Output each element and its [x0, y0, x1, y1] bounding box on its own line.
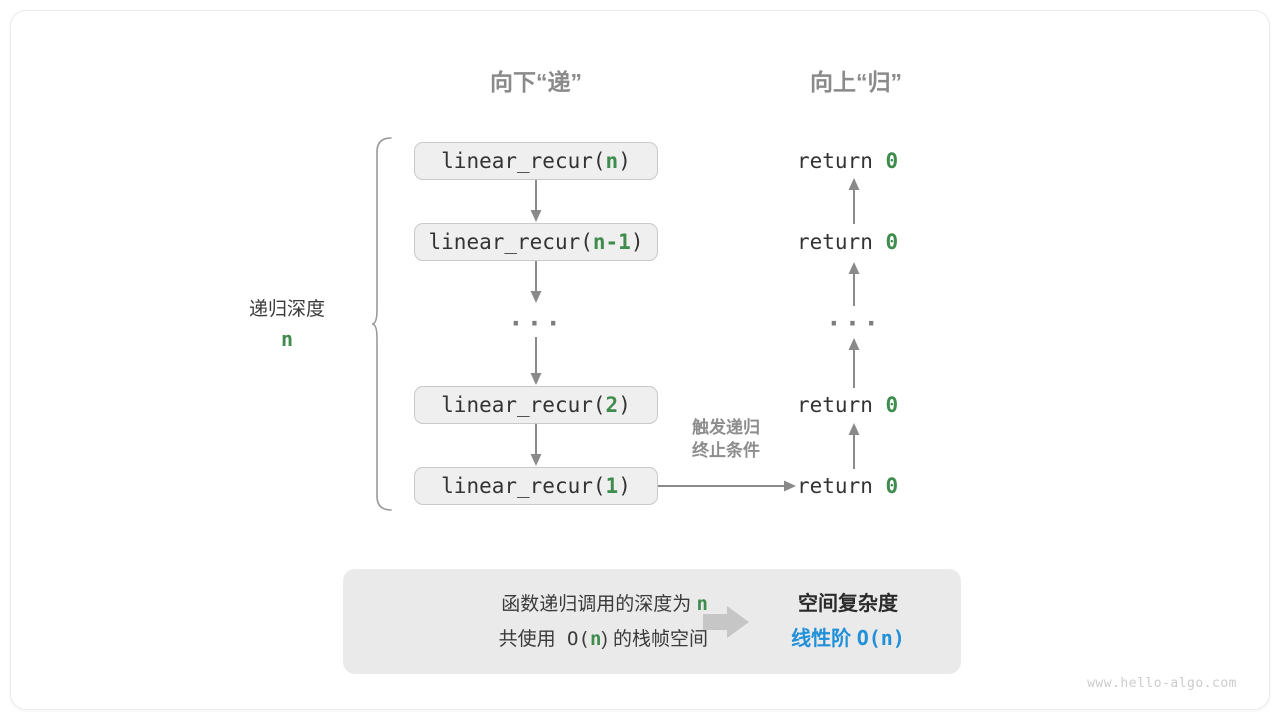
summary-box: 函数递归调用的深度为 n 共使用 O(n) 的栈帧空间 空间复杂度 线性阶 O(…: [343, 569, 961, 674]
return-keyword-1: return: [797, 230, 873, 254]
call-box-0-arg: n: [605, 149, 619, 173]
call-box-0-suffix: ): [618, 149, 631, 173]
space-complexity-value: 线性阶 O(n): [753, 621, 943, 656]
return-statement-4: return 0: [797, 474, 977, 498]
return-keyword-0: return: [797, 149, 873, 173]
call-box-4-arg: 1: [605, 474, 619, 498]
call-box-4[interactable]: linear_recur(1): [414, 467, 658, 505]
summary-line2-suffix: ) 的栈帧空间: [601, 629, 708, 650]
space-complexity-title: 空间复杂度: [798, 593, 898, 615]
recursion-depth-label: 递归深度 n: [197, 294, 377, 351]
arrow-down-3: [530, 424, 542, 466]
termination-condition-line1: 触发递归: [692, 418, 760, 437]
call-box-1[interactable]: linear_recur(n-1): [414, 223, 658, 261]
call-stack-ellipsis: ···: [508, 309, 564, 339]
call-box-1-suffix: ): [630, 230, 644, 254]
arrow-up-1: [848, 262, 860, 306]
call-box-4-prefix: linear_recur(: [441, 474, 606, 498]
summary-line1-var: n: [696, 593, 708, 615]
arrow-up-2: [848, 338, 860, 388]
call-box-3-prefix: linear_recur(: [441, 393, 606, 417]
arrow-down-0: [530, 180, 542, 222]
arrow-base-case: [658, 480, 796, 492]
call-box-3[interactable]: linear_recur(2): [414, 386, 658, 424]
return-ellipsis: ···: [826, 309, 882, 339]
summary-line2-prefix: 共使用 O(: [498, 628, 590, 650]
call-box-0[interactable]: linear_recur(n): [414, 142, 658, 180]
return-value-3: 0: [885, 393, 899, 417]
column-header-up: 向上“归”: [810, 69, 902, 95]
diagram-card: 向下“递” 向上“归” 递归深度 n linear_recur(n) linea…: [10, 10, 1270, 710]
call-box-4-suffix: ): [618, 474, 631, 498]
termination-condition-line2: 终止条件: [692, 440, 760, 460]
arrow-up-3: [848, 423, 860, 469]
return-keyword-3: return: [797, 393, 873, 417]
return-keyword-4: return: [797, 474, 873, 498]
return-value-1: 0: [885, 230, 899, 254]
space-complexity-order: 线性阶: [791, 628, 857, 650]
termination-condition-label: 触发递归 终止条件: [661, 417, 791, 463]
summary-line1-prefix: 函数递归调用的深度为: [501, 594, 697, 615]
right-arrow-icon: [703, 606, 749, 638]
summary-line-2: 共使用 O(n) 的栈帧空间: [363, 622, 708, 657]
return-statement-1: return 0: [797, 230, 977, 254]
return-statement-3: return 0: [797, 393, 977, 417]
summary-line-1: 函数递归调用的深度为 n: [363, 587, 708, 622]
summary-right-text: 空间复杂度 线性阶 O(n): [753, 587, 943, 656]
return-value-0: 0: [885, 149, 899, 173]
return-statement-0: return 0: [797, 149, 977, 173]
call-box-1-prefix: linear_recur(: [428, 230, 593, 254]
summary-line2-var: n: [589, 628, 602, 650]
recursion-depth-brace: [371, 137, 392, 511]
recursion-depth-value: n: [280, 327, 294, 351]
watermark: www.hello-algo.com: [1087, 676, 1237, 691]
call-box-0-prefix: linear_recur(: [441, 149, 606, 173]
arrow-up-0: [848, 178, 860, 224]
call-box-3-arg: 2: [605, 393, 619, 417]
call-box-3-suffix: ): [618, 393, 631, 417]
recursion-depth-text: 递归深度: [248, 299, 325, 320]
space-complexity-bigo: O(n): [856, 626, 905, 650]
call-box-1-arg: n-1: [592, 230, 631, 254]
arrow-down-1: [530, 261, 542, 303]
column-header-down: 向下“递”: [490, 69, 582, 95]
arrow-down-2: [530, 337, 542, 385]
return-value-4: 0: [885, 474, 899, 498]
summary-left-text: 函数递归调用的深度为 n 共使用 O(n) 的栈帧空间: [363, 587, 708, 657]
